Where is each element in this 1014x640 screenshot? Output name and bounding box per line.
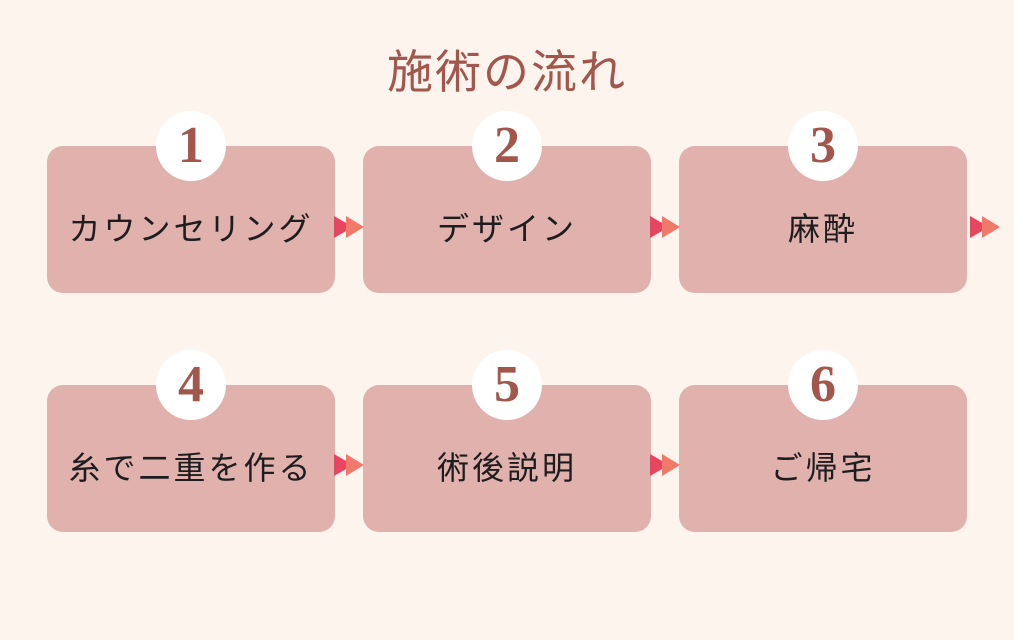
step-card-1: 1 カウンセリング: [47, 111, 335, 293]
step-label: 麻酔: [787, 210, 858, 247]
arrow-right-icon: [650, 454, 680, 476]
step-number: 6: [810, 356, 836, 413]
step-label: デザイン: [436, 210, 577, 247]
step-card-6: 6 ご帰宅: [679, 350, 967, 532]
step-number: 1: [178, 117, 204, 174]
step-number-badge-5: 5: [472, 350, 542, 420]
step-card-2: 2 デザイン: [363, 111, 651, 293]
step-label: カウンセリング: [68, 210, 314, 247]
step-label: ご帰宅: [770, 449, 876, 486]
step-number: 3: [810, 117, 836, 174]
arrow-right-icon: [650, 216, 680, 238]
arrow-right-icon: [970, 216, 1000, 238]
step-card-4: 4 糸で二重を作る: [47, 350, 335, 532]
arrow-right-icon: [334, 216, 364, 238]
page-title: 施術の流れ: [387, 47, 627, 98]
step-number-badge-3: 3: [788, 111, 858, 181]
step-number: 4: [178, 356, 204, 413]
step-label: 術後説明: [436, 449, 577, 486]
arrow-right-icon: [334, 454, 364, 476]
step-card-3: 3 麻酔: [679, 111, 967, 293]
step-number: 5: [494, 356, 520, 413]
step-number-badge-6: 6: [788, 350, 858, 420]
step-card-5: 5 術後説明: [363, 350, 651, 532]
step-number: 2: [494, 117, 520, 174]
step-number-badge-2: 2: [472, 111, 542, 181]
step-number-badge-4: 4: [156, 350, 226, 420]
step-number-badge-1: 1: [156, 111, 226, 181]
step-label: 糸で二重を作る: [68, 449, 314, 486]
